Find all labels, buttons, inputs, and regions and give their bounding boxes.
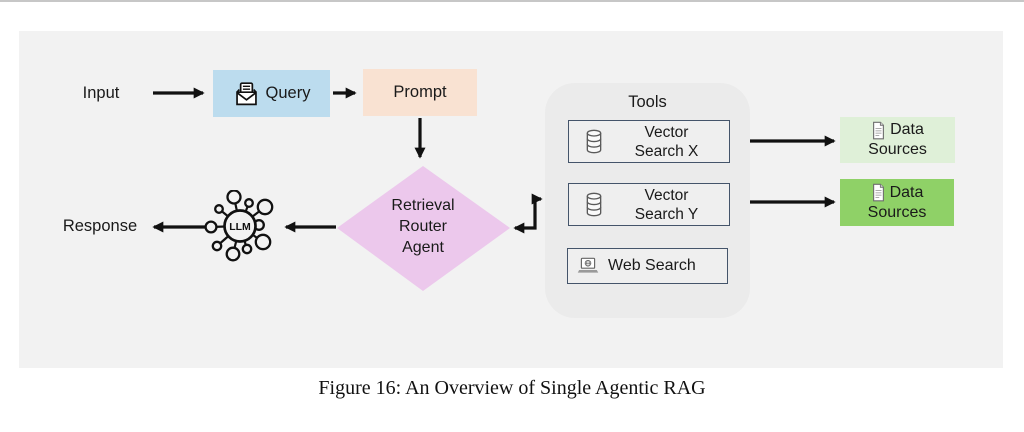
database-icon	[584, 128, 604, 155]
tools-panel: Tools Vector Search X	[545, 83, 750, 318]
database-icon	[584, 191, 604, 218]
tool-vector-search-y-label: Vector Search Y	[634, 186, 699, 223]
prompt-label: Prompt	[393, 83, 447, 101]
arrow-agent-tools-elbow	[513, 193, 543, 234]
query-label: Query	[265, 84, 311, 102]
tools-title: Tools	[628, 93, 667, 111]
input-label: Input	[82, 84, 120, 102]
query-box: Query	[213, 70, 330, 117]
tool-vector-search-y: Vector Search Y	[568, 183, 730, 226]
data-sources-box-light: Data Sources	[840, 117, 955, 163]
tool-web-search: Web Search	[567, 248, 728, 284]
data-sources-box-green: Data Sources	[840, 179, 954, 226]
web-search-laptop-icon	[577, 257, 599, 275]
tool-web-search-label: Web Search	[608, 257, 696, 274]
llm-hub-network-icon: LLM	[204, 189, 276, 267]
llm-label: LLM	[229, 221, 251, 233]
retrieval-router-agent-label: Retrieval Router Agent	[391, 197, 455, 256]
tool-vector-search-x: Vector Search X	[568, 120, 730, 163]
page-top-scan-line	[0, 0, 1024, 2]
document-icon	[871, 121, 886, 140]
prompt-box: Prompt	[363, 69, 477, 116]
document-icon	[871, 183, 886, 202]
tool-vector-search-x-label: Vector Search X	[634, 123, 699, 160]
response-label: Response	[62, 217, 138, 235]
open-envelope-letter-icon	[233, 81, 260, 107]
figure-caption: Figure 16: An Overview of Single Agentic…	[318, 377, 706, 399]
